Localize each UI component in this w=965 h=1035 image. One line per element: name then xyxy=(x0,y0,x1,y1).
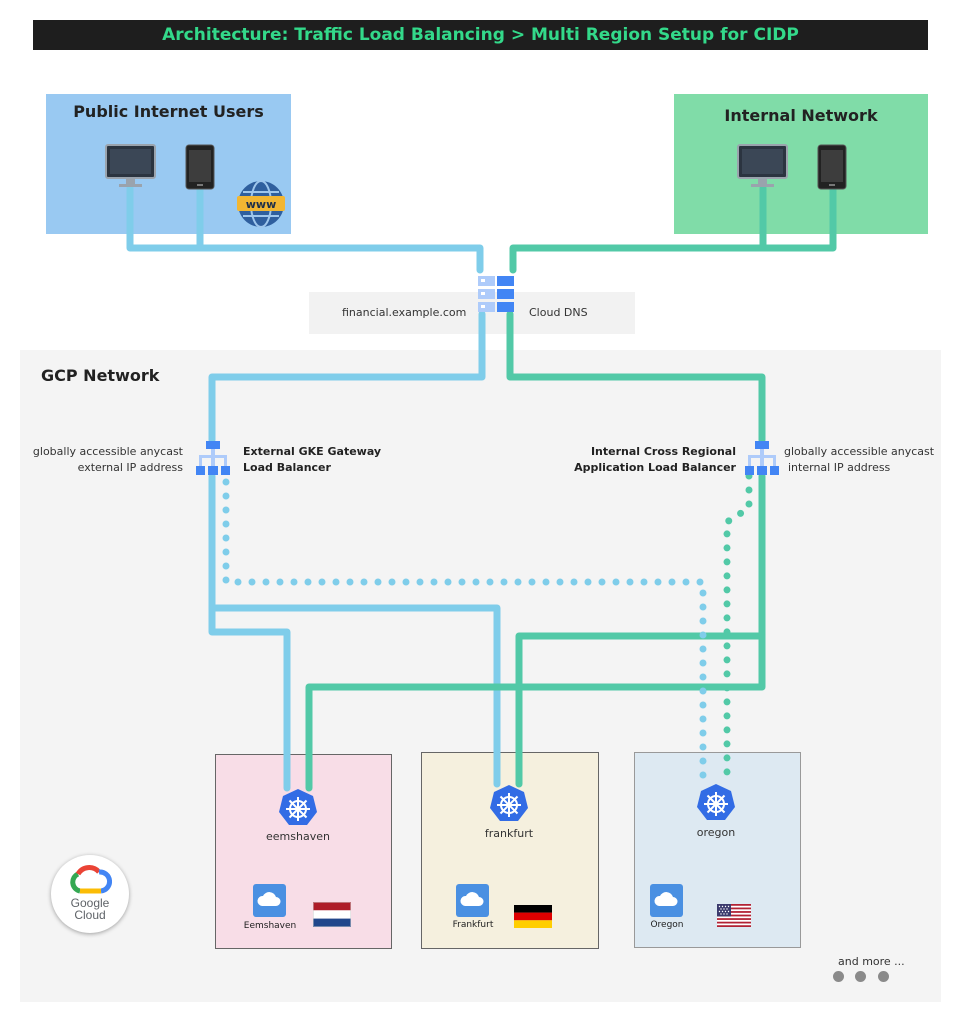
internal-to-frankfurt-line xyxy=(515,472,766,788)
internal-tablet-icon xyxy=(817,144,847,190)
external-lb-name-line2: Load Balancer xyxy=(243,461,331,474)
external-lb-name: External GKE Gateway Load Balancer xyxy=(243,444,381,476)
region-name-oregon: oregon xyxy=(696,826,736,839)
region-frankfurt xyxy=(421,752,599,949)
external-lb-name-line1: External GKE Gateway xyxy=(243,445,382,458)
google-cloud-line1: Google xyxy=(70,896,110,910)
internal-lb-desc-line1: globally accessible anycast xyxy=(784,445,935,458)
internal-to-dns-line xyxy=(509,184,837,274)
public-to-dns-line xyxy=(126,184,484,274)
internal-lb-name-line2: Application Load Balancer xyxy=(574,461,736,474)
internal-to-eemshaven-line xyxy=(305,632,766,792)
kubernetes-icon-eemshaven xyxy=(279,789,317,825)
germany-flag-icon xyxy=(514,905,552,928)
google-cloud-line2: Cloud xyxy=(74,908,106,922)
location-label-frankfurt: Frankfurt xyxy=(452,920,494,930)
external-to-eemshaven-line xyxy=(208,472,291,792)
region-cloud-icon-frankfurt xyxy=(456,884,489,917)
external-lb-description: globally accessible anycast external IP … xyxy=(20,444,183,476)
tablet-icon xyxy=(185,144,215,190)
location-label-eemshaven: Eemshaven xyxy=(243,921,297,931)
kubernetes-icon-frankfurt xyxy=(490,785,528,821)
more-dot-icon xyxy=(833,971,844,982)
google-cloud-logo: Google Cloud xyxy=(51,855,129,933)
internal-load-balancer-icon xyxy=(745,441,779,475)
region-eemshaven xyxy=(215,754,392,949)
cloud-dns-label: Cloud DNS xyxy=(529,306,588,319)
page-title: Architecture: Traffic Load Balancing > M… xyxy=(33,20,928,50)
usa-flag-icon xyxy=(717,904,751,927)
internal-desktop-monitor-icon xyxy=(737,144,788,187)
internal-lb-description: globally accessible anycast internal IP … xyxy=(784,444,934,476)
public-internet-users-group: Public Internet Users xyxy=(46,94,291,234)
kubernetes-icon-oregon xyxy=(697,784,735,820)
internal-lb-name: Internal Cross Regional Application Load… xyxy=(560,444,736,476)
more-dot-icon xyxy=(878,971,889,982)
desktop-monitor-icon xyxy=(105,144,156,187)
external-load-balancer-icon xyxy=(196,441,230,475)
region-name-eemshaven: eemshaven xyxy=(266,830,330,843)
internal-network-group: Internal Network xyxy=(674,94,928,234)
external-to-oregon-dotted-line xyxy=(222,478,707,784)
region-cloud-icon-oregon xyxy=(650,884,683,917)
public-internet-users-title: Public Internet Users xyxy=(73,102,264,121)
external-lb-desc-line2: external IP address xyxy=(77,461,183,474)
region-cloud-icon-eemshaven xyxy=(253,884,286,917)
gcp-network-title: GCP Network xyxy=(41,366,160,385)
internal-lb-name-line1: Internal Cross Regional xyxy=(590,445,736,458)
dns-panel xyxy=(309,292,635,334)
google-cloud-icon xyxy=(70,865,112,894)
internal-network-title: Internal Network xyxy=(724,106,878,125)
cloud-dns-icon xyxy=(478,276,514,312)
more-dot-icon xyxy=(855,971,866,982)
location-label-oregon: Oregon xyxy=(650,920,684,930)
region-name-frankfurt: frankfurt xyxy=(484,827,534,840)
www-label: www xyxy=(246,198,277,211)
dns-to-internal-lb-line xyxy=(506,310,766,444)
internal-to-oregon-dotted-line xyxy=(723,472,753,784)
external-to-frankfurt-line xyxy=(208,604,501,788)
internal-lb-desc-line2: internal IP address xyxy=(788,461,891,474)
globe-www-icon: www xyxy=(237,180,285,228)
netherlands-flag-icon xyxy=(313,902,351,927)
external-lb-desc-line1: globally accessible anycast xyxy=(32,445,183,458)
dns-to-external-lb-line xyxy=(208,310,486,444)
and-more-label: and more ... xyxy=(838,955,905,968)
dns-domain-label: financial.example.com xyxy=(342,306,467,319)
